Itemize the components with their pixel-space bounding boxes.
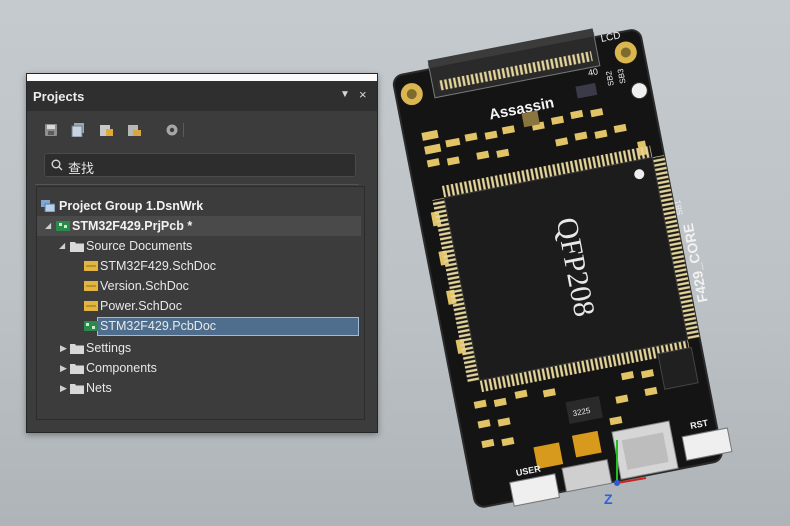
toolbar-separator (183, 123, 184, 137)
axis-z-label: Z (604, 491, 613, 507)
mounting-hole (400, 41, 637, 106)
folder-icon (70, 242, 84, 252)
pin40-label: 40 (587, 66, 599, 78)
tree-item-components[interactable]: ▶ Components (27, 358, 377, 378)
panel-title: Projects (33, 89, 85, 104)
tree-item-label: STM32F429.PcbDoc (100, 319, 217, 333)
led-dome (630, 82, 648, 100)
collapse-arrow-icon[interactable]: ◢ (59, 241, 66, 250)
tree-item-settings[interactable]: ▶ Settings (27, 338, 377, 358)
panel-header: Projects ▼ × (27, 81, 377, 111)
pcb-doc-icon (84, 321, 98, 331)
rst-label: RST (689, 418, 709, 431)
panel-top-strip (27, 74, 377, 81)
rst-button (681, 427, 733, 461)
tree-item-document[interactable]: Version.SchDoc (27, 276, 377, 296)
search-placeholder: 查找 (68, 161, 95, 176)
tree-item-label: Source Documents (86, 239, 193, 253)
expand-arrow-icon[interactable]: ▶ (60, 383, 67, 393)
projects-panel: Projects ▼ × 查找 Project Group 1.DsnWrk ◢… (26, 73, 378, 433)
tree-item-label: STM32F429.PrjPcb * (72, 219, 193, 233)
tree-item-label: Project Group 1.DsnWrk (59, 199, 204, 213)
tree-item-label: Nets (86, 381, 112, 395)
folder-icon (70, 364, 84, 374)
folder-icon (70, 384, 84, 394)
expand-arrow-icon[interactable]: ▶ (60, 363, 67, 373)
sb2-label: SB2 (604, 70, 616, 87)
schematic-doc-icon (84, 261, 98, 271)
search-input[interactable]: 查找 (44, 153, 356, 177)
schematic-doc-icon (84, 301, 98, 311)
user-label: USER (515, 463, 542, 478)
axis-gizmo: Z (604, 440, 647, 507)
workspace-icon (41, 200, 55, 212)
project-row-highlight (37, 216, 361, 236)
tree-item-nets[interactable]: ▶ Nets (27, 378, 377, 398)
part-3225-label: 3225 (572, 406, 592, 418)
tree-item-document[interactable]: STM32F429.SchDoc (27, 256, 377, 276)
pcb-board: LCD 40 SB2 SB3 Assassin (392, 28, 733, 508)
tree-item-project-group[interactable]: Project Group 1.DsnWrk (27, 196, 377, 216)
folder-icon (70, 344, 84, 354)
sb3-label: SB3 (616, 67, 628, 84)
pcb-project-icon (56, 221, 70, 231)
panel-menu-icon[interactable]: ▼ (340, 89, 350, 100)
save-all-icon[interactable] (71, 123, 85, 137)
settings-icon[interactable] (165, 123, 179, 137)
search-icon (51, 159, 63, 171)
add-document-icon[interactable] (99, 123, 113, 137)
tree-item-document-selected[interactable]: STM32F429.PcbDoc (27, 316, 377, 336)
tree-item-label: STM32F429.SchDoc (100, 259, 217, 273)
divider (35, 184, 359, 185)
sb1-label: SB1 (673, 199, 685, 216)
lcd-label: LCD (600, 30, 622, 45)
tree-item-project[interactable]: ◢ STM32F429.PrjPcb * (27, 216, 377, 236)
user-button (509, 473, 561, 507)
qfp-chip (443, 156, 689, 381)
close-icon[interactable]: × (359, 87, 367, 102)
panel-toolbar (27, 111, 377, 147)
save-icon[interactable] (44, 123, 58, 137)
collapse-arrow-icon[interactable]: ◢ (45, 221, 52, 230)
schematic-doc-icon (84, 281, 98, 291)
add-folder-icon[interactable] (127, 123, 141, 137)
tree-item-label: Version.SchDoc (100, 279, 189, 293)
expand-arrow-icon[interactable]: ▶ (60, 343, 67, 353)
tree-item-source-documents[interactable]: ◢ Source Documents (27, 236, 377, 256)
tree-item-label: Components (86, 361, 157, 375)
tree-item-label: Power.SchDoc (100, 299, 182, 313)
passive-components-lower (473, 369, 658, 449)
project-tree (36, 186, 365, 420)
tree-item-document[interactable]: Power.SchDoc (27, 296, 377, 316)
tree-item-label: Settings (86, 341, 132, 355)
